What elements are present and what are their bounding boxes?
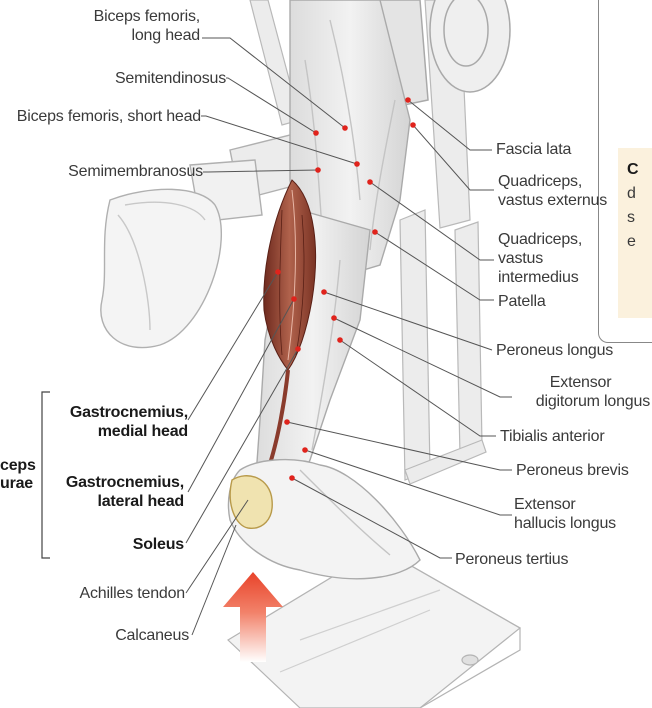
marker-semitendinosus	[313, 130, 319, 136]
label-extensor-digitorum-longus: Extensor digitorum longus	[536, 373, 650, 411]
label-semitendinosus: Semitendinosus	[115, 69, 226, 88]
label-peroneus-brevis: Peroneus brevis	[516, 461, 629, 480]
marker-soleus	[295, 346, 301, 352]
note-line-3: e	[627, 233, 636, 250]
label-line: Extensor	[514, 495, 616, 514]
label-line: Gastrocnemius,	[66, 473, 184, 492]
label-line: vastus externus	[498, 191, 607, 210]
label-patella: Patella	[498, 292, 546, 311]
label-line: vastus	[498, 249, 582, 268]
marker-quad-externus	[410, 122, 416, 128]
marker-fascia-lata	[405, 97, 411, 103]
marker-patella	[372, 229, 378, 235]
label-biceps-femoris-long: Biceps femoris, long head	[94, 7, 200, 45]
label-semimembranosus: Semimembranosus	[68, 162, 203, 181]
label-soleus: Soleus	[133, 535, 184, 554]
note-line-1: d	[627, 185, 636, 202]
label-gastrocnemius-medial: Gastrocnemius, medial head	[70, 403, 188, 441]
label-fascia-lata: Fascia lata	[496, 140, 571, 159]
label-line: intermedius	[498, 268, 582, 287]
label-line: hallucis longus	[514, 514, 616, 533]
marker-peroneus-longus	[321, 289, 327, 295]
label-line: medial head	[70, 422, 188, 441]
label-line: Gastrocnemius,	[70, 403, 188, 422]
marker-gastro-medial	[275, 269, 281, 275]
label-line: long head	[94, 26, 200, 45]
marker-tibialis	[337, 337, 343, 343]
label-biceps-femoris-short: Biceps femoris, short head	[17, 107, 201, 126]
marker-gastro-lateral	[291, 296, 297, 302]
marker-peroneus-brevis	[284, 419, 290, 425]
label-group-2: urae	[0, 474, 33, 493]
marker-semimembranosus	[315, 167, 321, 173]
marker-biceps-short	[354, 161, 360, 167]
label-peroneus-longus: Peroneus longus	[496, 341, 613, 360]
note-line-2: s	[627, 209, 635, 226]
label-tibialis-anterior: Tibialis anterior	[500, 427, 605, 446]
marker-extensor-digitorum	[331, 315, 337, 321]
marker-peroneus-tertius	[289, 475, 295, 481]
label-quadriceps-intermedius: Quadriceps, vastus intermedius	[498, 230, 582, 287]
label-quadriceps-externus: Quadriceps, vastus externus	[498, 172, 607, 210]
label-line: digitorum longus	[536, 392, 650, 411]
marker-biceps-long	[342, 125, 348, 131]
note-text: C d s e	[627, 158, 639, 254]
label-gastrocnemius-lateral: Gastrocnemius, lateral head	[66, 473, 184, 511]
label-line: Biceps femoris,	[94, 7, 200, 26]
label-peroneus-tertius: Peroneus tertius	[455, 550, 568, 569]
label-calcaneus: Calcaneus	[115, 626, 189, 645]
marker-extensor-hallucis	[302, 447, 308, 453]
marker-quad-intermedius	[367, 179, 373, 185]
label-achilles-tendon: Achilles tendon	[79, 584, 185, 603]
label-group-1: ceps	[0, 456, 36, 475]
label-line: Quadriceps,	[498, 172, 607, 191]
label-extensor-hallucis-longus: Extensor hallucis longus	[514, 495, 616, 533]
muscle-group-bracket	[42, 392, 50, 558]
foot	[228, 460, 420, 579]
label-line: Extensor	[536, 373, 650, 392]
label-line: lateral head	[66, 492, 184, 511]
note-heading: C	[627, 161, 639, 178]
label-line: Quadriceps,	[498, 230, 582, 249]
